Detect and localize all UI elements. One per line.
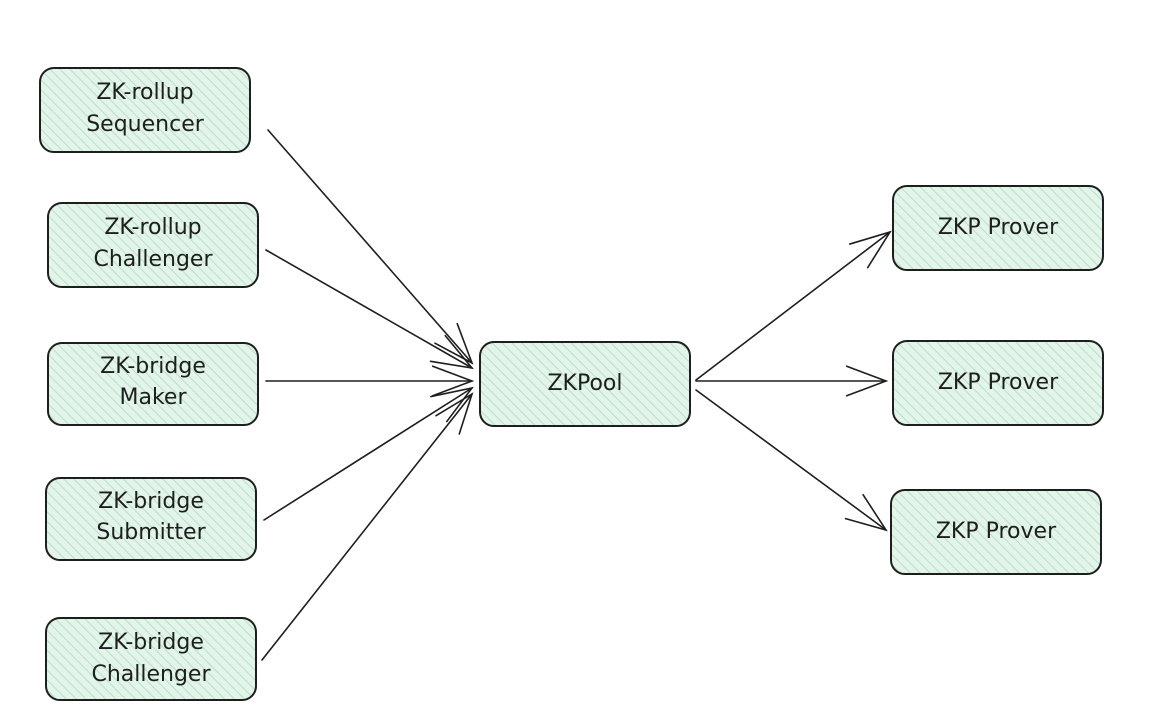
node-zkp-prover-2-box bbox=[892, 340, 1104, 426]
node-zkpool-box bbox=[479, 341, 691, 427]
node-label-line: ZKPool bbox=[547, 371, 622, 396]
node-label-line: ZK-bridge bbox=[98, 489, 204, 514]
arrowhead-icon bbox=[844, 493, 888, 532]
arrowhead-icon bbox=[429, 334, 474, 370]
edge-line bbox=[267, 129, 473, 364]
node-zk-rollup-sequencer-box bbox=[39, 67, 251, 153]
node-zk-bridge-submitter: ZK-bridge Submitter bbox=[45, 477, 257, 561]
node-label-line: ZKP Prover bbox=[936, 519, 1057, 544]
edge-zk-rollup-sequencer-to-zkpool bbox=[267, 129, 474, 365]
node-zkp-prover-1: ZKP Prover bbox=[892, 185, 1104, 271]
edge-zk-bridge-submitter-to-zkpool bbox=[263, 386, 474, 521]
arrowhead-icon bbox=[435, 392, 474, 435]
edge-zkpool-to-zkp-prover-3 bbox=[695, 389, 888, 532]
node-label-line: Sequencer bbox=[86, 112, 205, 137]
node-zk-bridge-submitter-box bbox=[45, 477, 257, 561]
node-zk-bridge-maker: ZK-bridge Maker bbox=[47, 342, 259, 426]
node-zkp-prover-1-box bbox=[892, 185, 1104, 271]
node-zk-bridge-maker-box bbox=[47, 342, 259, 426]
node-zk-rollup-sequencer: ZK-rollup Sequencer bbox=[39, 67, 251, 153]
node-zkp-prover-2: ZKP Prover bbox=[892, 340, 1104, 426]
arrowhead-icon bbox=[434, 322, 474, 365]
node-label-line: ZKP Prover bbox=[938, 370, 1059, 395]
node-label-line: Submitter bbox=[96, 520, 206, 545]
node-label-line: ZKP Prover bbox=[938, 215, 1059, 240]
edge-line bbox=[261, 393, 473, 661]
edge-zkpool-to-zkp-prover-1 bbox=[695, 230, 892, 381]
node-label-line: ZK-bridge bbox=[98, 630, 204, 655]
node-zk-bridge-challenger-box bbox=[45, 617, 257, 701]
node-zkp-prover-3: ZKP Prover bbox=[890, 489, 1102, 575]
node-label-line: ZK-rollup bbox=[104, 215, 201, 240]
node-label-line: ZK-bridge bbox=[100, 354, 206, 379]
arrowhead-icon bbox=[431, 365, 475, 397]
edge-line bbox=[265, 249, 473, 369]
node-zk-rollup-challenger-box bbox=[47, 202, 259, 288]
node-zk-rollup-challenger: ZK-rollup Challenger bbox=[47, 202, 259, 288]
edge-line bbox=[695, 231, 891, 381]
node-label-line: Challenger bbox=[93, 247, 213, 272]
edge-zk-bridge-challenger-to-zkpool bbox=[261, 392, 474, 661]
node-label-line: ZK-rollup bbox=[96, 80, 193, 105]
edge-line bbox=[263, 387, 473, 521]
arrowhead-icon bbox=[430, 386, 474, 423]
node-zk-bridge-challenger: ZK-bridge Challenger bbox=[45, 617, 257, 701]
node-label-line: Maker bbox=[120, 385, 188, 410]
edge-zk-rollup-challenger-to-zkpool bbox=[265, 249, 474, 370]
edge-line bbox=[695, 389, 887, 531]
node-zkpool: ZKPool bbox=[479, 341, 691, 427]
edge-zk-bridge-maker-to-zkpool bbox=[265, 365, 475, 397]
arrowhead-icon bbox=[845, 365, 889, 397]
edges bbox=[261, 129, 892, 661]
arrowhead-icon bbox=[848, 230, 892, 269]
node-label-line: Challenger bbox=[91, 662, 211, 687]
node-zkp-prover-3-box bbox=[890, 489, 1102, 575]
edge-zkpool-to-zkp-prover-2 bbox=[695, 365, 889, 397]
